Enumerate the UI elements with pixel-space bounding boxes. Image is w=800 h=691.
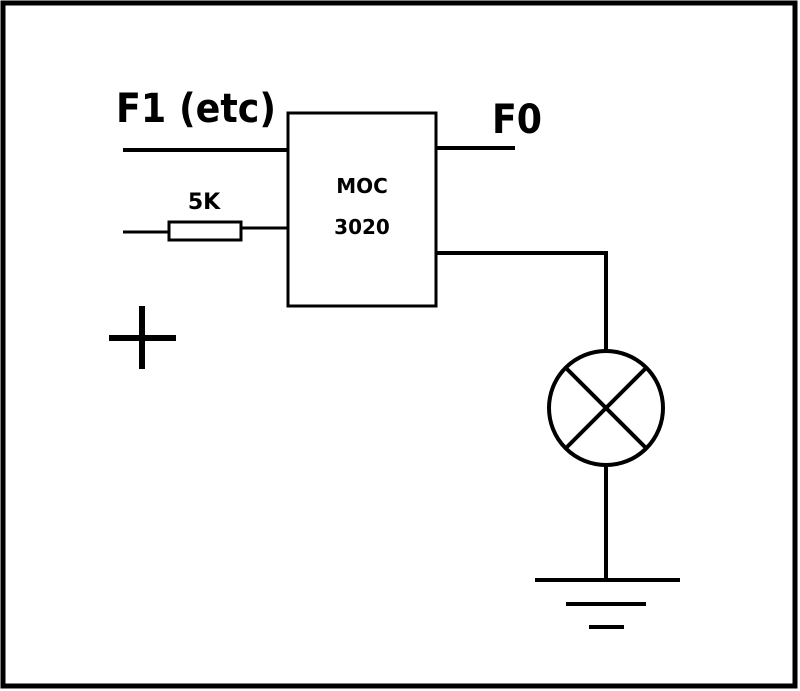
plus-icon [109,306,176,369]
ground-icon [535,578,680,629]
lamp-wire-top [436,251,608,350]
chip-label-line1: MOC [336,174,388,198]
lamp-icon [547,349,665,467]
resistor-icon [167,220,243,242]
output-label: F0 [492,97,542,143]
moc3020-chip [286,111,438,308]
resistor-label: 5K [188,190,221,215]
input-label: F1 (etc) [116,86,276,132]
chip-label-line2: 3020 [334,215,390,239]
